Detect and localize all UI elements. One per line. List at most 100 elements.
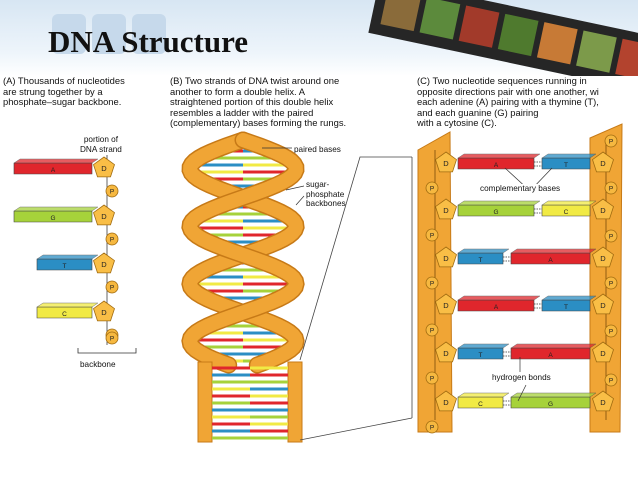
panel-a-phosphate (105, 331, 119, 345)
label-portion-of-dna-strand: portion of DNA strand (80, 135, 122, 154)
caption-line: each adenine (A) pairing with a thymine … (417, 96, 599, 107)
slide-title: DNA Structure (48, 24, 249, 59)
helix-backbone-front (182, 133, 304, 372)
panel-a-phosphate-letter: P (110, 336, 114, 343)
caption-line: with a cytosine (C). (417, 117, 497, 128)
panel-c-base-T: T (457, 248, 510, 265)
panel-a-base-T: T (36, 254, 99, 271)
panel-c-base-A: A (457, 295, 541, 312)
panel-c-phosphate-right (604, 229, 618, 243)
base-letter: G (493, 209, 498, 216)
panel-c-base-T: T (541, 295, 597, 312)
label-line: backbones (306, 199, 346, 208)
base-block-top (36, 302, 99, 308)
panel-a-sugar (93, 252, 115, 274)
panel-c-sugar-letter: D (600, 349, 606, 358)
panel-a-sugar (93, 300, 115, 322)
panel-c-phosphate-letter: P (609, 186, 613, 193)
panel-c-phosphate-letter: P (430, 186, 434, 193)
panel-c-sugar-letter: D (443, 349, 449, 358)
panel-c-sugar-right (592, 341, 614, 363)
panel-a-sugar (93, 156, 115, 178)
panel-c-base-A: A (510, 248, 597, 265)
panel-c-sugar-letter: D (600, 159, 606, 168)
panel-c-phosphate-letter: P (430, 233, 434, 240)
base-letter: A (494, 304, 499, 311)
caption-line: resembles a ladder with the paired (170, 106, 314, 118)
panel-c-sugar-left (435, 390, 457, 412)
base-block-top (36, 254, 99, 260)
base-block-top (541, 295, 597, 301)
panel-c-sugar-letter: D (600, 254, 606, 263)
base-letter: T (564, 162, 568, 169)
panel-c-phosphate-letter: P (430, 328, 434, 335)
panel-c-phosphate-left (425, 276, 439, 290)
panel-c-phosphate-letter: P (609, 139, 613, 146)
panel-c-sugar-right (592, 293, 614, 315)
caption-line: (C) Two nucleotide sequences running in (417, 75, 587, 86)
panel-c-phosphate-left (425, 323, 439, 337)
base-letter: C (564, 209, 569, 216)
panel-a-phosphate (105, 184, 119, 198)
label-line: DNA strand (80, 144, 122, 154)
base-letter: T (479, 352, 483, 359)
label-paired-bases: paired bases (294, 145, 341, 154)
panel-c-sugar-letter: D (443, 206, 449, 215)
base-block-top (457, 248, 510, 254)
connector-line-lower (299, 417, 413, 441)
panel-a-sugar-letter: D (101, 260, 107, 269)
panel-c-base-G: G (457, 200, 541, 217)
caption-line: (A) Thousands of nucleotides (3, 75, 125, 86)
ladder-backbone-left (197, 361, 213, 443)
panel-c-base-A: A (510, 343, 597, 360)
header-tile (52, 14, 86, 54)
header-tile (132, 14, 166, 54)
panel-c-sugar-letter: D (600, 206, 606, 215)
panel-a-sugar-letter: D (101, 308, 107, 317)
panel-a-base-C: C (36, 302, 99, 319)
panel-c-phosphate-letter: P (430, 376, 434, 383)
panel-c-sugar-left (435, 198, 457, 220)
label-complementary-bases: complementary bases (478, 184, 563, 194)
caption-line: are strung together by a (3, 85, 103, 97)
header-tile (92, 14, 126, 54)
base-letter: T (564, 304, 568, 311)
panel-a-base-G: G (13, 206, 99, 223)
panel-c-phosphate-letter: P (430, 281, 434, 288)
panel-a-phosphate (105, 280, 119, 294)
base-block-top (541, 200, 597, 206)
base-block-top (457, 200, 541, 206)
base-letter: C (62, 311, 67, 318)
panel-a-phosphate-letter: P (110, 237, 114, 244)
panel-c-base-A: A (457, 153, 541, 170)
panel-c-sugar-letter: D (443, 398, 449, 407)
base-block-top (510, 392, 597, 398)
panel-c-base-C: C (457, 392, 510, 409)
panel-c-phosphate-left (425, 420, 439, 434)
base-block-top (510, 248, 597, 254)
ladder-backbone-right (287, 361, 303, 443)
base-letter: A (548, 257, 553, 264)
caption-line: another to form a double helix. A (170, 85, 305, 97)
leader-backbones (295, 195, 305, 206)
slide-header (0, 0, 638, 76)
base-letter: A (548, 352, 553, 359)
panel-c-sugar-left (435, 151, 457, 173)
panel-a-backbone-bracket (77, 348, 137, 354)
panel-c-phosphate-letter: P (609, 329, 613, 336)
panel-c-base-C: C (541, 200, 597, 217)
panel-c-sugar-letter: D (443, 254, 449, 263)
panel-a-phosphate (105, 232, 119, 246)
panel-c-base-T: T (541, 153, 597, 170)
panel-c-sugar-left (435, 341, 457, 363)
base-letter: T (479, 257, 483, 264)
base-block-top (13, 206, 99, 212)
panel-a-caption: (A) Thousands of nucleotides are strung … (3, 75, 125, 108)
panel-c-phosphate-right (604, 373, 618, 387)
panel-c-phosphate-right (604, 324, 618, 338)
base-letter: C (478, 401, 483, 408)
panel-c-base-G: G (510, 392, 597, 409)
leader-backbones (285, 185, 305, 191)
caption-line: and each guanine (G) pairing (417, 106, 539, 118)
